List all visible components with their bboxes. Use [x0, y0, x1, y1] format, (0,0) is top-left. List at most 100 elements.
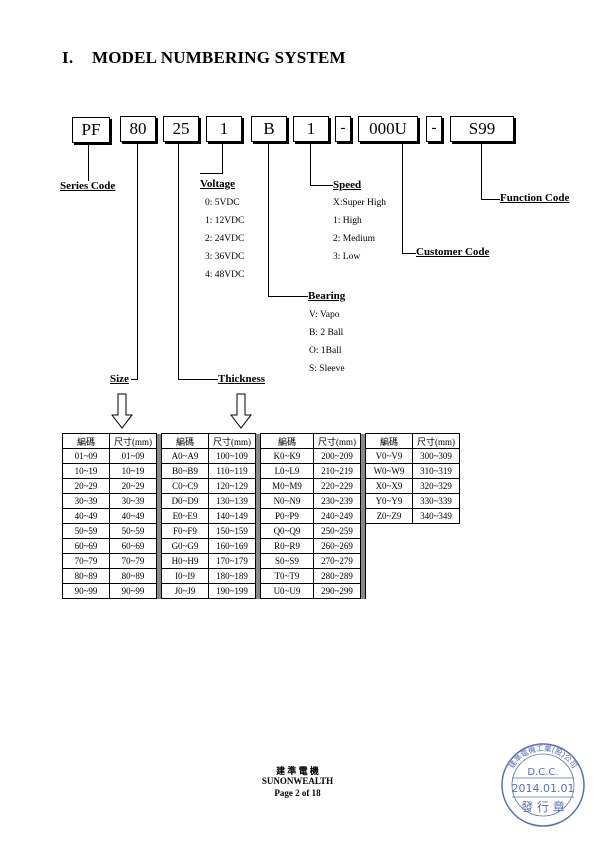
table-cell-size: 40~49	[109, 508, 157, 524]
footer-company: SUNONWEALTH	[261, 776, 334, 786]
bearing-option: S: Sleeve	[309, 364, 345, 374]
connector-speed	[310, 142, 311, 186]
table-cell-code: F0~F9	[161, 523, 209, 539]
code-box-thickness: 25	[163, 116, 199, 142]
connector-thickness-end	[178, 379, 218, 380]
bearing-option: B: 2 Ball	[309, 328, 344, 338]
label-series-code: Series Code	[60, 180, 116, 192]
svg-text:發 行 章: 發 行 章	[521, 799, 565, 814]
table-cell-code: J0~J9	[161, 583, 209, 599]
table-cell-code: P0~P9	[260, 508, 314, 524]
column-header-size: 尺寸(mm)	[109, 433, 157, 449]
label-function-code: Function Code	[500, 192, 570, 204]
connector-series	[88, 143, 89, 181]
label-speed: Speed	[333, 179, 362, 191]
table-cell-code: E0~E9	[161, 508, 209, 524]
speed-option: 1: High	[333, 216, 362, 226]
svg-text:2014.01.01: 2014.01.01	[512, 782, 575, 795]
table-cell-size: 320~329	[412, 478, 460, 494]
table-cell-size: 120~129	[208, 478, 256, 494]
table-cell-size: 190~199	[208, 583, 256, 599]
voltage-option: 3: 36VDC	[205, 252, 245, 262]
table-cell-size: 160~169	[208, 538, 256, 554]
code-dash-1: -	[335, 116, 351, 142]
table-cell-size: 70~79	[109, 553, 157, 569]
footer-company-chinese: 建 準 電 機	[276, 766, 319, 776]
column-header-size: 尺寸(mm)	[208, 433, 256, 449]
table-cell-code: L0~L9	[260, 463, 314, 479]
speed-option: 3: Low	[333, 252, 361, 262]
column-separator	[360, 523, 366, 539]
down-arrow-icon	[110, 393, 134, 429]
voltage-option: 4: 48VDC	[205, 270, 245, 280]
table-cell-code: 40~49	[62, 508, 110, 524]
code-box-voltage: 1	[206, 116, 242, 142]
table-cell-size: 110~119	[208, 463, 256, 479]
column-separator	[360, 568, 366, 584]
table-cell-code: D0~D9	[161, 493, 209, 509]
table-cell-code: R0~R9	[260, 538, 314, 554]
section-title: MODEL NUMBERING SYSTEM	[92, 48, 346, 67]
table-cell-code: T0~T9	[260, 568, 314, 584]
connector-speed-end	[310, 185, 333, 186]
table-cell-code: 70~79	[62, 553, 110, 569]
table-cell-code: 20~29	[62, 478, 110, 494]
connector-function-end	[481, 199, 500, 200]
footer-page-number: Page 2 of 18	[274, 788, 321, 798]
table-cell-code: U0~U9	[260, 583, 314, 599]
column-header-code: 編碼	[260, 433, 314, 449]
table-cell-code: C0~C9	[161, 478, 209, 494]
table-cell-size: 180~189	[208, 568, 256, 584]
table-cell-code: N0~N9	[260, 493, 314, 509]
table-cell-size: 290~299	[313, 583, 361, 599]
table-cell-size: 310~319	[412, 463, 460, 479]
table-cell-size: 220~229	[313, 478, 361, 494]
table-cell-code: 50~59	[62, 523, 110, 539]
connector-thickness	[178, 142, 179, 380]
voltage-option: 2: 24VDC	[205, 234, 245, 244]
code-box-series: PF	[72, 117, 110, 143]
connector-voltage-end	[200, 173, 223, 174]
connector-customer	[402, 142, 403, 254]
table-cell-code: K0~K9	[260, 448, 314, 464]
code-box-customer: 000U	[358, 116, 418, 142]
table-header-row: 編碼尺寸(mm)編碼尺寸(mm)編碼尺寸(mm)編碼尺寸(mm)	[62, 433, 460, 449]
connector-function	[481, 142, 482, 200]
table-cell-size: 30~39	[109, 493, 157, 509]
table-cell-size: 60~69	[109, 538, 157, 554]
connector-customer-end	[402, 253, 416, 254]
table-cell-size: 210~219	[313, 463, 361, 479]
column-separator	[360, 583, 366, 599]
table-cell-size: 50~59	[109, 523, 157, 539]
column-header-size: 尺寸(mm)	[412, 433, 460, 449]
table-cell-code: H0~H9	[161, 553, 209, 569]
table-cell-code: M0~M9	[260, 478, 314, 494]
connector-bearing	[268, 142, 269, 297]
table-cell-size: 280~289	[313, 568, 361, 584]
connector-size	[137, 142, 138, 380]
label-voltage: Voltage	[200, 178, 236, 190]
table-cell-code: Y0~Y9	[365, 493, 413, 509]
table-cell-size: 100~109	[208, 448, 256, 464]
code-box-function: S99	[450, 116, 514, 142]
table-cell-code: G0~G9	[161, 538, 209, 554]
table-cell-code: Q0~Q9	[260, 523, 314, 539]
table-cell-size: 340~349	[412, 508, 460, 524]
svg-text:D.C.C.: D.C.C.	[527, 767, 558, 778]
label-customer-code: Customer Code	[416, 246, 490, 258]
code-box-speed: 1	[293, 116, 329, 142]
table-cell-size: 20~29	[109, 478, 157, 494]
label-thickness: Thickness	[218, 373, 266, 385]
table-cell-code: 90~99	[62, 583, 110, 599]
table-cell-size: 10~19	[109, 463, 157, 479]
table-cell-size: 01~09	[109, 448, 157, 464]
table-cell-size: 90~99	[109, 583, 157, 599]
